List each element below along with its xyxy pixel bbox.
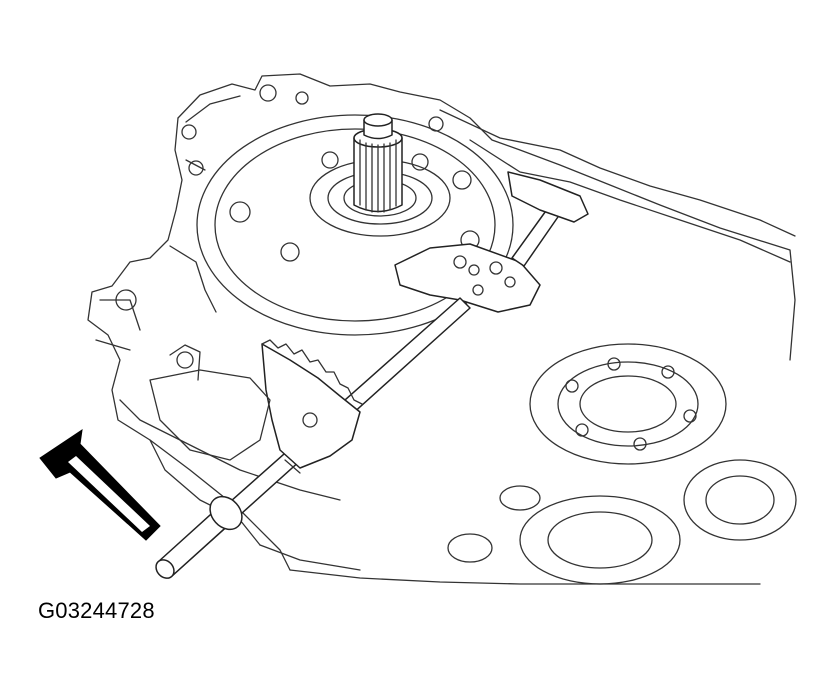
figure-code-label: G03244728	[38, 598, 155, 623]
input-shaft	[353, 113, 403, 213]
lower-bearings	[447, 459, 797, 585]
case-housing	[87, 73, 796, 585]
detent-sector	[261, 339, 363, 469]
indicator-arrow	[39, 428, 161, 541]
shaft-link-rod	[507, 171, 589, 267]
valve-body-housing	[149, 344, 271, 461]
detent-lever-plate	[394, 243, 541, 313]
gear-ring-right	[529, 343, 727, 465]
manual-shaft-end	[155, 495, 243, 579]
